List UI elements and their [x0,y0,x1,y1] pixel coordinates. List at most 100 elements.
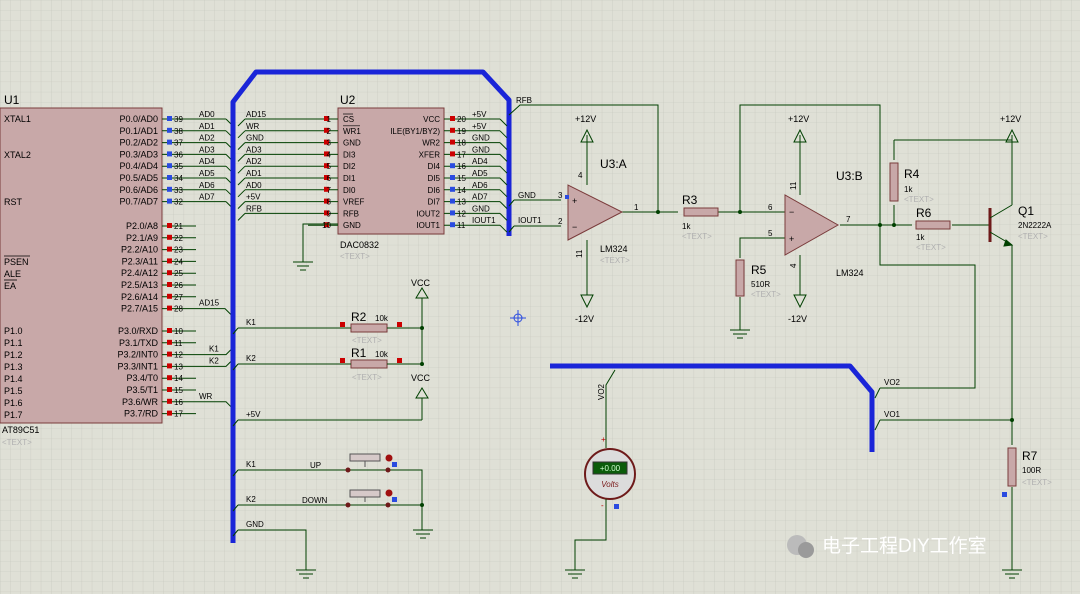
u1-right-pin-label: P3.0/RXD [118,326,159,336]
u2-text: <TEXT> [340,252,370,261]
bus-net-label: GND [246,134,264,143]
pin-marker [324,163,329,169]
u1-right-pin-label: P0.2/AD2 [119,138,158,148]
u2-part: DAC0832 [340,240,379,250]
u1-pin-number: 32 [174,198,183,207]
u1-pin-number: 37 [174,139,183,148]
u2-pin-number: 1 [327,115,332,124]
pin-marker [167,223,172,228]
u1-pin-number: 10 [174,327,183,336]
u1-right-pin-label: P3.3/INT1 [117,361,158,371]
pin-marker [450,151,455,157]
u1-left-pin-label: EA [4,281,16,291]
r2-text: <TEXT> [352,336,382,345]
u3b-pin7: 7 [846,215,851,224]
u2-pin-number: 18 [457,139,466,148]
pin-marker [167,270,172,276]
u1-right-pin-label: P0.6/AD6 [119,185,158,195]
u2-pin-number: 7 [327,186,332,195]
u1-right-pin-label: P2.0/A8 [126,221,158,231]
u1-left-pin-label: XTAL2 [4,150,31,160]
voltmeter[interactable]: +0.00 Volts + - [574,435,636,570]
pin-marker [167,305,172,311]
u1-net-label: AD6 [199,181,215,190]
u3b-plus: + [789,234,794,244]
bus-net-label: RFB [246,204,262,213]
r4-ref: R4 [904,167,920,181]
u1-pin-number: 22 [174,234,183,243]
r7-value: 100R [1022,466,1041,475]
pin-marker [324,198,329,204]
up-button[interactable]: UP [310,453,397,473]
u3b-pin5: 5 [768,229,773,238]
bus-label-k2b: K2 [246,495,256,504]
plus12-label-u3b: +12V [788,114,809,124]
u1-text: <TEXT> [2,438,32,447]
transistor-q1[interactable] [988,204,1014,247]
bus-net-label: GND [472,134,490,143]
u1-net-label: K2 [209,356,219,365]
u2-left-pin-label: DI0 [343,186,356,195]
watermark: 电子工程DIY工作室 [787,535,987,558]
u2-left-pin-label: RFB [343,209,359,218]
u1-right-pin-label: P3.5/T1 [126,385,158,395]
u2-pin-number: 10 [322,221,331,230]
u2-pin-number: 9 [327,209,332,218]
u2-left-pin-label: GND [343,139,361,148]
u1-left-pin-label: P1.2 [4,350,23,360]
u1-net-label: AD15 [199,299,220,308]
resistor-r5[interactable]: R5 510R <TEXT> [735,259,781,299]
down-button[interactable]: DOWN [302,489,397,508]
r2-ref: R2 [351,310,367,324]
u1-pin-number: 24 [174,257,183,266]
data-bus [230,69,512,543]
u3a-text: <TEXT> [600,256,630,265]
u1-net-label: AD2 [199,134,215,143]
pin-marker [167,293,172,299]
vcc-label-1: VCC [411,278,431,288]
u3a-pin2: 2 [558,217,563,226]
r5-value: 510R [751,280,770,289]
voltmeter-plus: + [601,435,606,444]
pin-marker [324,151,329,157]
u2-left-pin-label: WR1 [343,127,361,136]
resistor-r4[interactable]: R4 1k <TEXT> [889,162,934,204]
u1-pin-number: 38 [174,127,183,136]
u3a-plus: + [572,196,577,206]
u1-right-pin-label: P3.2/INT0 [117,350,158,360]
u1-right-pin-label: P0.3/AD3 [119,149,158,159]
junction [892,223,896,227]
pin-marker [167,282,172,287]
u1-pin-number: 39 [174,115,183,124]
bus-net-label: IOUT1 [472,216,496,225]
u3b-opamp[interactable]: − + U3:B LM324 11 6 5 7 4 [768,169,864,278]
u1-microcontroller[interactable]: U1 AT89C51 <TEXT> XTAL1XTAL2RSTPSENALEEA… [0,93,196,447]
u1-left-pin-label: RST [4,197,23,207]
u2-right-pin-label: DI4 [428,162,441,171]
u2-right-pin-label: VCC [423,115,440,124]
u3b-minus: − [789,207,794,217]
pin-marker [167,198,172,204]
u1-pin-number: 25 [174,269,183,278]
u2-pin-number: 13 [457,198,466,207]
up-label: UP [310,461,321,470]
resistor-r6[interactable]: R6 1k <TEXT> [915,206,951,252]
junction [878,223,882,227]
pin-marker [167,234,172,240]
u2-dac[interactable]: U2 DAC0832 <TEXT> CS1WR12GND3DI34DI25DI1… [308,93,474,261]
pin-marker [450,175,455,180]
u1-pin-number: 12 [174,351,183,360]
junction [656,210,660,214]
resistor-r7[interactable]: R7 100R <TEXT> [1002,447,1052,497]
u1-pin-number: 36 [174,150,183,159]
resistor-r3[interactable]: R3 1k <TEXT> [682,193,719,241]
gnd-label: GND [518,191,536,200]
u2-left-pin-label: GND [343,221,361,230]
u3a-opamp[interactable]: + − U3:A LM324 <TEXT> 4 3 2 1 11 [558,157,639,265]
u3b-part: LM324 [836,268,864,278]
minus12-label-u3b: -12V [788,314,807,324]
u1-right-pin-label: P2.3/A11 [122,256,158,266]
voltmeter-minus: - [601,501,604,510]
